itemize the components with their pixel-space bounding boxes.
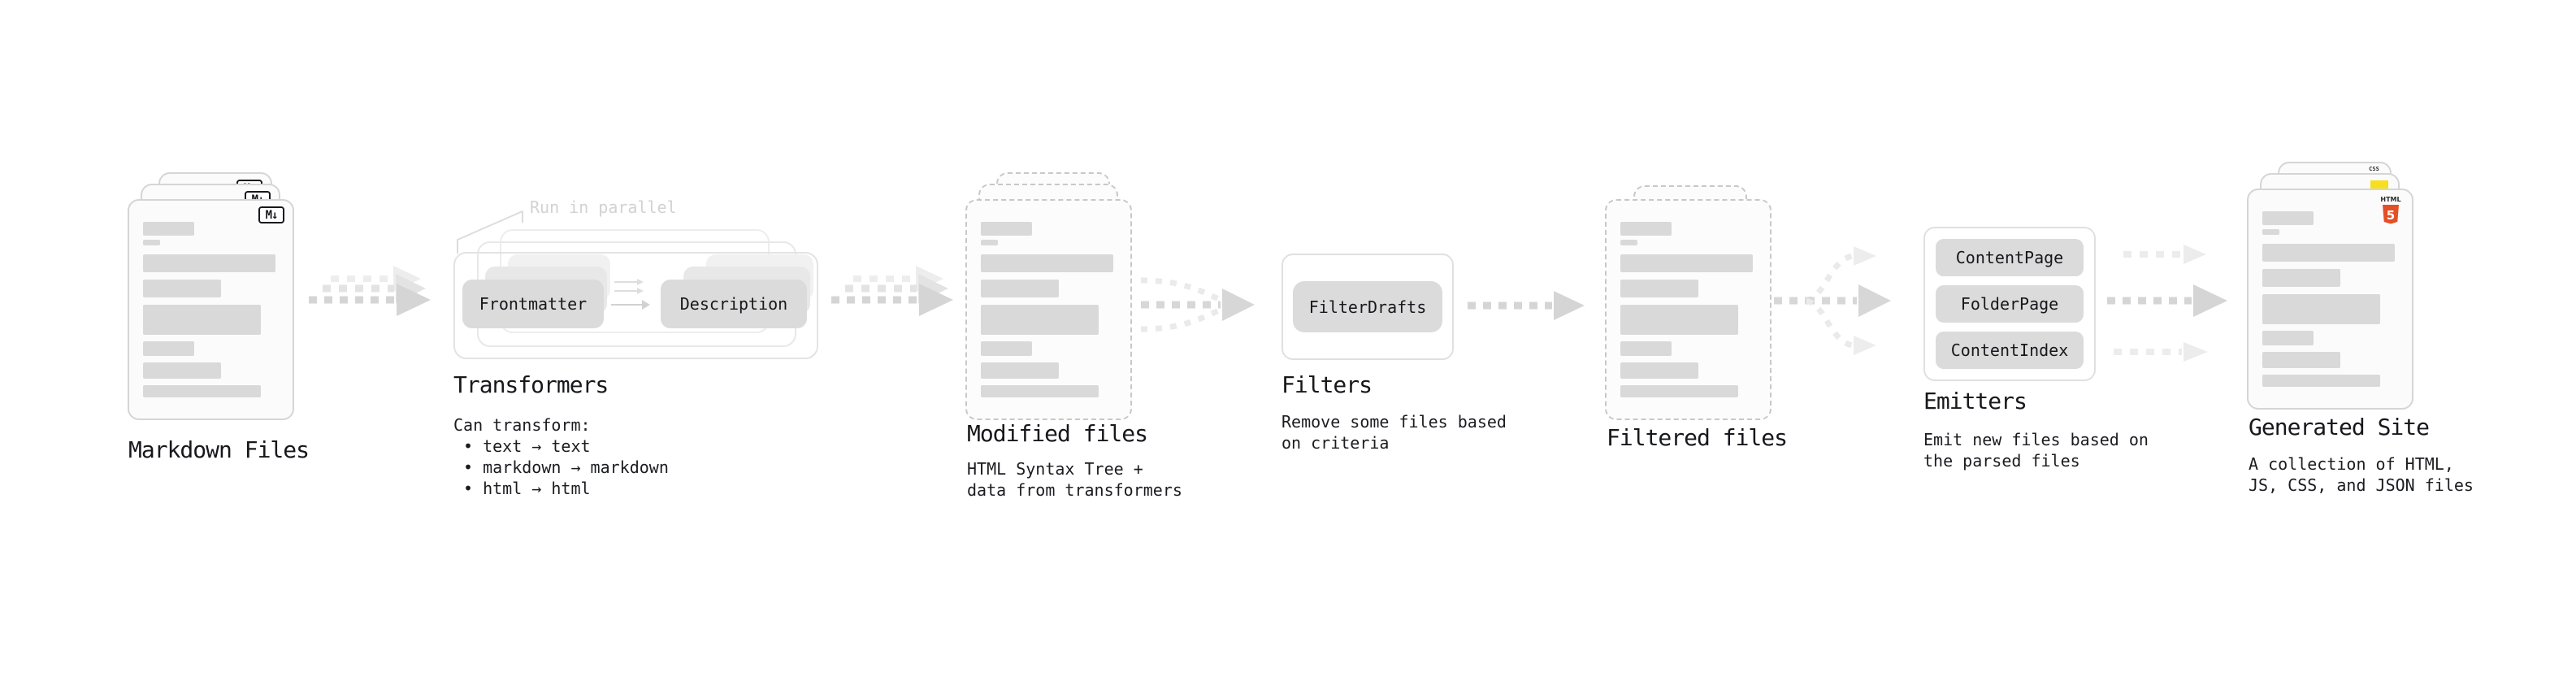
text-placeholder-bar (2262, 375, 2380, 387)
text-placeholder-bar (2262, 294, 2380, 324)
markdown-icon: M↓ (258, 206, 284, 223)
text-placeholder-bar (981, 305, 1099, 335)
generated-site-desc-line: JS, CSS, and JSON files (2249, 475, 2474, 495)
modified-files-stack (965, 172, 1164, 424)
transform-bullet: • text → text (463, 436, 591, 456)
text-placeholder-bar (143, 240, 160, 245)
text-placeholder-bar (981, 341, 1032, 356)
text-placeholder-bar (143, 341, 194, 356)
text-placeholder-bar (1620, 362, 1698, 379)
modified-file-card-front (965, 199, 1132, 420)
text-placeholder-bar (1620, 254, 1753, 272)
flow-arrow-transformers-to-modified (831, 266, 953, 316)
text-placeholder-bar (981, 254, 1113, 272)
emitters-desc-line: Emit new files based on (1923, 430, 2149, 449)
contentindex-pill: ContentIndex (1936, 332, 2084, 369)
emitters-label: Emitters (1923, 388, 2027, 414)
modified-files-desc-line: data from transformers (967, 480, 1182, 500)
can-transform-title: Can transform: (453, 415, 591, 435)
emitters-box: ContentPage FolderPage ContentIndex (1923, 227, 2096, 381)
transformers-container-front (453, 252, 818, 359)
text-placeholder-bar (143, 362, 221, 379)
flow-arrow-markdown-to-transformers (309, 266, 431, 316)
transformers-label: Transformers (453, 371, 609, 398)
svg-text:5: 5 (2387, 208, 2395, 223)
flow-arrow-filtered-to-emitters (1774, 246, 1891, 355)
flow-arrow-modified-to-filters (1140, 277, 1255, 332)
markdown-files-stack: M↓ M↓ M↓ (128, 172, 327, 424)
text-placeholder-bar (2262, 211, 2314, 225)
flow-arrow-filters-to-filtered (1468, 291, 1585, 320)
html-file-card: HTML 5 (2247, 189, 2413, 410)
filtered-files-stack (1605, 172, 1804, 424)
filters-desc-line: Remove some files based (1281, 412, 1507, 432)
text-placeholder-bar (2262, 229, 2279, 235)
text-placeholder-bar (1620, 222, 1672, 236)
text-placeholder-bar (143, 280, 221, 297)
generated-site-stack: CSS HTML 5 (2247, 162, 2446, 414)
parallel-note-leader-line (457, 210, 523, 254)
text-placeholder-bar (1620, 305, 1738, 335)
css-icon-text: CSS (2369, 166, 2379, 172)
markdown-files-label: Markdown Files (128, 436, 310, 463)
text-placeholder-bar (981, 362, 1059, 379)
generated-site-description: A collection of HTML, JS, CSS, and JSON … (2249, 453, 2474, 496)
contentpage-pill: ContentPage (1936, 239, 2084, 276)
text-placeholder-bar (2262, 331, 2314, 345)
transform-bullet: • html → html (463, 479, 591, 498)
text-placeholder-bar (981, 222, 1032, 236)
text-placeholder-bar (143, 222, 194, 236)
text-placeholder-bar (981, 280, 1059, 297)
description-pill: Description (661, 280, 807, 328)
filters-label: Filters (1281, 371, 1373, 398)
filtered-file-card-front (1605, 199, 1772, 420)
svg-text:HTML: HTML (2380, 196, 2400, 203)
emitters-description: Emit new files based on the parsed files (1923, 429, 2149, 471)
frontmatter-pill: Frontmatter (462, 280, 604, 328)
text-placeholder-bar (2262, 352, 2340, 368)
modified-files-desc-line: HTML Syntax Tree + (967, 459, 1143, 479)
modified-files-description: HTML Syntax Tree + data from transformer… (967, 458, 1182, 501)
text-placeholder-bar (1620, 240, 1637, 245)
generated-site-desc-line: A collection of HTML, (2249, 454, 2454, 474)
text-placeholder-bar (143, 385, 261, 397)
text-placeholder-bar (2262, 269, 2340, 287)
text-placeholder-bar (143, 254, 275, 272)
filters-desc-line: on criteria (1281, 433, 1390, 453)
folderpage-pill: FolderPage (1936, 285, 2084, 323)
text-placeholder-bar (143, 305, 261, 335)
run-in-parallel-note: Run in parallel (530, 197, 677, 217)
html5-icon: HTML 5 (2380, 196, 2401, 224)
js-icon (2370, 180, 2388, 189)
generated-site-label: Generated Site (2249, 414, 2430, 440)
filters-box: FilterDrafts (1281, 254, 1454, 360)
transform-bullet: • markdown → markdown (463, 458, 669, 477)
text-placeholder-bar (981, 385, 1099, 397)
flow-arrow-emitters-to-site (2107, 245, 2227, 362)
transformers-description: Can transform: • text → text • markdown … (453, 414, 669, 499)
text-placeholder-bar (1620, 341, 1672, 356)
emitters-desc-line: the parsed files (1923, 451, 2080, 471)
filterdrafts-pill: FilterDrafts (1293, 281, 1442, 332)
text-placeholder-bar (1620, 280, 1698, 297)
filtered-files-label: Filtered files (1607, 424, 1788, 451)
markdown-file-card-front: M↓ (128, 199, 294, 420)
text-placeholder-bar (981, 240, 998, 245)
modified-files-label: Modified files (967, 420, 1148, 447)
transform-step-arrows (611, 279, 650, 310)
text-placeholder-bar (1620, 385, 1738, 397)
text-placeholder-bar (2262, 244, 2395, 262)
filters-description: Remove some files based on criteria (1281, 411, 1507, 453)
